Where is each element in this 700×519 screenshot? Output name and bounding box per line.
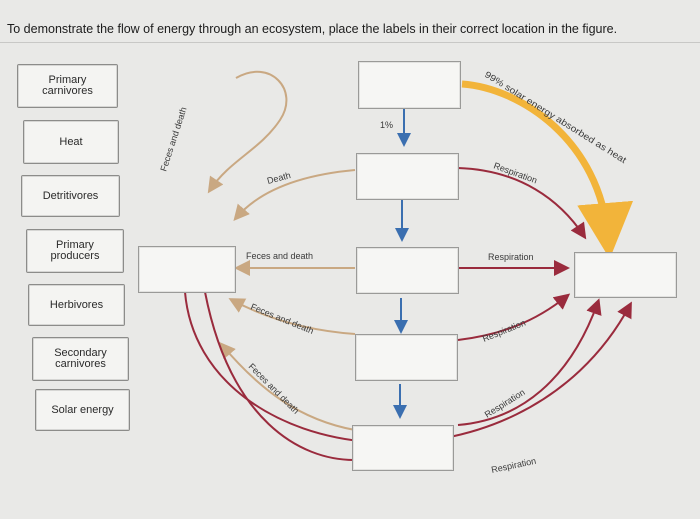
label-text-line1: Primary xyxy=(56,239,94,251)
drop-zone-5[interactable] xyxy=(352,425,454,471)
label-text-line2: carnivores xyxy=(55,358,106,370)
feces-death-left-text: Feces and death xyxy=(158,106,188,173)
drop-zone-2[interactable] xyxy=(356,153,459,200)
death-arrow xyxy=(233,169,356,222)
label-text-line1: Primary xyxy=(48,74,87,86)
label-text: Heat xyxy=(59,135,83,148)
respiration-text-3: Respiration xyxy=(481,318,527,344)
label-heat[interactable]: Heat xyxy=(23,120,119,164)
label-text-line2: producers xyxy=(50,250,100,262)
instruction-text: To demonstrate the flow of energy throug… xyxy=(7,22,618,36)
drop-zone-3[interactable] xyxy=(356,247,459,294)
feces-death-text: Feces and death xyxy=(246,251,313,261)
respiration-arrow-1 xyxy=(457,167,587,240)
feces-death-text-2: Feces and death xyxy=(249,302,315,336)
feces-death-arrow-2 xyxy=(228,298,356,335)
label-herbivores[interactable]: Herbivores xyxy=(28,284,125,326)
feces-loop-arrow xyxy=(207,70,288,194)
drop-zone-6[interactable] xyxy=(138,246,236,293)
label-text-line2: carnivores xyxy=(42,85,93,97)
producer-outer-arc xyxy=(204,291,355,461)
respiration-text-5: Respiration xyxy=(490,456,537,475)
respiration-text-2: Respiration xyxy=(488,252,534,262)
respiration-arrow-4 xyxy=(457,298,602,426)
drop-zone-1[interactable] xyxy=(358,61,461,109)
drop-zone-4[interactable] xyxy=(355,334,458,381)
label-primary-carnivores[interactable]: Primary carnivores xyxy=(17,64,118,108)
divider xyxy=(0,42,700,43)
respiration-text-4: Respiration xyxy=(483,387,527,420)
label-primary-producers[interactable]: Primary producers xyxy=(26,229,124,273)
label-secondary-carnivores[interactable]: Secondary carnivores xyxy=(32,337,129,381)
label-detritivores[interactable]: Detritivores xyxy=(21,175,120,217)
label-text-line1: Secondary xyxy=(54,347,107,359)
respiration-arrow-3 xyxy=(457,293,571,341)
solar-heat-arrow xyxy=(461,80,634,259)
label-text: Detritivores xyxy=(42,189,99,202)
drop-zone-7[interactable] xyxy=(574,252,677,298)
label-solar-energy[interactable]: Solar energy xyxy=(35,389,130,431)
solar-absorbed-text: 99% solar energy absorbed as heat xyxy=(483,69,629,165)
respiration-text-1: Respiration xyxy=(492,160,538,185)
label-text: Solar energy xyxy=(51,403,114,416)
one-percent-text: 1% xyxy=(380,120,393,130)
feces-death-arrow-3 xyxy=(219,341,356,431)
label-text: Herbivores xyxy=(49,298,104,311)
